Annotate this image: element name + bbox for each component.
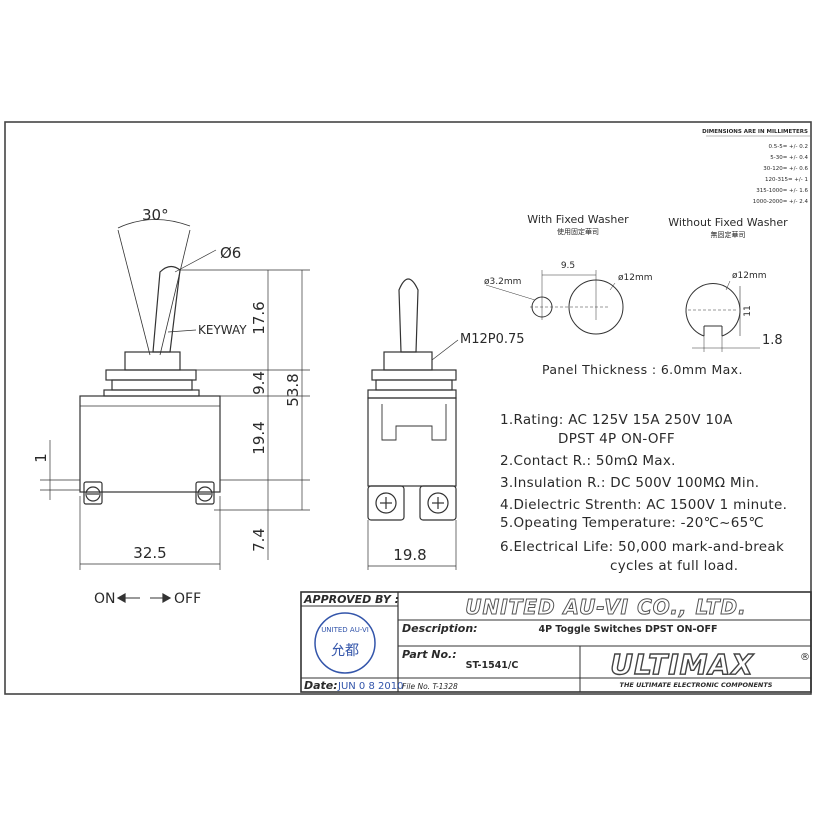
dim-9-4: 9.4 (250, 371, 268, 395)
width-1-8-label: 1.8 (762, 333, 783, 348)
dia-12-a-label: ø12mm (618, 273, 653, 283)
title-block (300, 591, 812, 693)
keyway-label: KEYWAY (198, 323, 247, 337)
dim-32-5: 32.5 (133, 544, 166, 562)
spec-life-cont: cycles at full load. (610, 558, 738, 574)
side-lever (398, 278, 419, 353)
diameter-label: Ø6 (220, 244, 241, 262)
dim-7-4: 7.4 (250, 528, 268, 552)
specifications: 1.Rating: AC 125V 15A 250V 10A DPST 4P O… (500, 412, 787, 574)
file-no: File No. T-1328 (402, 682, 458, 691)
angle-label: 30° (142, 206, 169, 224)
panel-labels: With Fixed Washer 使用固定華司 Without Fixed W… (484, 213, 788, 377)
hole-12-b (685, 283, 741, 337)
without-washer-title: Without Fixed Washer (668, 216, 788, 229)
tolerance-row: 315-1000= +/- 1.6 (756, 188, 808, 194)
side-view (367, 278, 459, 570)
tolerance-row: 1000-2000= +/- 2.4 (753, 199, 809, 205)
spec-temperature: 5.Opeating Temperature: -20℃~65℃ (500, 515, 764, 531)
dia-3-2-label: ø3.2mm (484, 277, 521, 287)
thread-label: M12P0.75 (460, 332, 525, 347)
with-washer-cn: 使用固定華司 (557, 227, 599, 236)
tolerance-row: 0.5-5= +/- 0.2 (768, 144, 808, 150)
front-view-labels: 30° Ø6 KEYWAY 17.6 9.4 19.4 7.4 53.8 1 3… (32, 206, 302, 607)
spec-contact: 2.Contact R.: 50mΩ Max. (500, 453, 676, 469)
with-washer-title: With Fixed Washer (527, 213, 629, 226)
dim-19-8: 19.8 (393, 546, 426, 564)
dim-19-4: 19.4 (250, 421, 268, 454)
company-name: UNITED AU-VI CO., LTD. (465, 595, 747, 619)
tolerance-table: DIMENSIONS ARE IN MILLIMETERS 0.5-5= +/-… (702, 129, 810, 205)
panel-cutouts (485, 270, 760, 352)
stamp-text: UNITED AU-VI (321, 626, 369, 634)
spec-rating-type: DPST 4P ON-OFF (558, 431, 675, 447)
part-no-label: Part No.: (402, 648, 457, 661)
description-label: Description: (402, 622, 478, 635)
title-block-text: APPROVED BY : UNITED AU-VI CO., LTD. Des… (303, 593, 810, 692)
spec-dielectric: 4.Dielectric Strenth: AC 1500V 1 minute. (500, 497, 787, 513)
spacing-9-5-label: 9.5 (561, 261, 575, 271)
dim-53-8: 53.8 (284, 373, 302, 406)
tolerance-header: DIMENSIONS ARE IN MILLIMETERS (702, 129, 808, 135)
sheet-frame (4, 121, 812, 695)
dim-1: 1 (32, 453, 50, 463)
date-label: Date: (304, 679, 338, 692)
front-view (40, 219, 310, 604)
dia-12-b-label: ø12mm (732, 271, 767, 281)
bushing (124, 351, 181, 371)
approved-by-label: APPROVED BY : (303, 593, 399, 606)
brand-tagline: THE ULTIMATE ELECTRONIC COMPONENTS (620, 681, 773, 689)
on-label: ON (94, 591, 116, 607)
approval-stamp (314, 612, 376, 674)
spec-rating: 1.Rating: AC 125V 15A 250V 10A (500, 412, 733, 428)
side-body (367, 397, 457, 487)
height-11-label: 11 (743, 305, 753, 316)
tolerance-row: 5-30= +/- 0.4 (770, 155, 808, 161)
switch-body (79, 395, 221, 493)
tolerance-row: 120-315= +/- 1 (765, 177, 808, 183)
spec-insulation: 3.Insulation R.: DC 500V 100MΩ Min. (500, 475, 759, 491)
toggle-lever (152, 265, 181, 353)
stamp-name: 允都 (331, 643, 359, 659)
tolerance-row: 30-120= +/- 0.6 (763, 166, 808, 172)
part-no-value: ST-1541/C (466, 660, 519, 671)
date-value: JUN 0 8 2010 (337, 681, 403, 692)
side-view-labels: M12P0.75 19.8 (393, 332, 524, 564)
brand-logo: ULTIMAX (610, 648, 754, 681)
spec-life: 6.Electrical Life: 50,000 mark-and-break (500, 539, 784, 555)
without-washer-cn: 無固定華司 (711, 230, 746, 239)
dim-17-6: 17.6 (250, 301, 268, 334)
description-value: 4P Toggle Switches DPST ON-OFF (539, 624, 718, 635)
registered-mark: ® (800, 652, 810, 663)
off-label: OFF (174, 591, 201, 607)
panel-thickness: Panel Thickness : 6.0mm Max. (542, 362, 743, 377)
